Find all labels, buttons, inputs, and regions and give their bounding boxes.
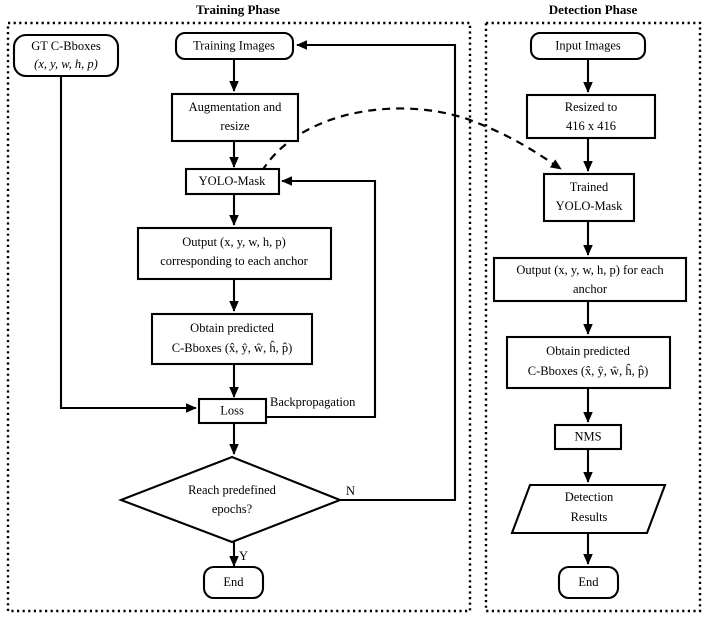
node-yolo-mask-label: YOLO-Mask [199,174,266,188]
node-training-end-label: End [223,575,244,589]
node-input-images-shape [529,31,647,61]
node-decision-epochs-label-line2: epochs? [212,502,253,516]
training-phase-group-border [6,21,472,613]
node-training-obtain-predicted-label-line1: Obtain predicted [190,321,274,335]
detection-phase-title: Detection Phase [549,2,638,17]
node-detection-results-shape [510,483,667,535]
node-detection-output-shape [492,256,688,303]
node-training-end: End [202,565,265,600]
node-loss: Loss [197,397,268,425]
node-augmentation-resize-label-line1: Augmentation and [189,100,282,114]
node-decision-epochs-shape [118,455,343,544]
node-training-images: Training Images [174,31,295,61]
node-trained-yolo-mask-label-line1: Trained [570,180,609,194]
node-input-images: Input Images [529,31,647,61]
edge-backpropagation-loop [266,176,377,419]
node-gt-cbboxes-shape [12,33,120,78]
node-decision-epochs-label-line1: Reach predefined [188,483,277,497]
node-detection-results: Detection Results [510,483,667,535]
node-training-images-label: Training Images [193,38,275,52]
edge-trained-model-transfer-dashed [261,107,562,172]
node-training-images-shape [174,31,295,61]
node-detection-obtain-predicted: Obtain predicted C-Bboxes (x̂, ŷ, ŵ, h… [505,335,672,390]
node-input-images-label: Input Images [555,38,621,52]
node-detection-obtain-predicted-label-line2: C-Bboxes (x̂, ŷ, ŵ, ĥ, p̂) [528,364,648,378]
node-training-output-shape [136,226,333,281]
node-augmentation-resize: Augmentation and resize [170,92,300,143]
node-detection-end: End [557,565,620,600]
node-augmentation-resize-shape [170,92,300,143]
node-nms: NMS [553,423,623,451]
node-yolo-mask-shape [184,167,281,196]
node-trained-yolo-mask: Trained YOLO-Mask [542,172,636,223]
node-detection-obtain-predicted-label-line1: Obtain predicted [546,344,630,358]
node-trained-yolo-mask-shape [542,172,636,223]
node-training-end-shape [202,565,265,600]
node-resized-label-line1: Resized to [565,100,617,114]
edge-label-no: N [346,484,355,498]
node-detection-output-label-line1: Output (x, y, w, h, p) for each [516,263,664,277]
node-training-obtain-predicted-label-line2: C-Bboxes (x̂, ŷ, ŵ, ĥ, p̂) [172,341,292,355]
edge-gt-to-loss [59,76,197,413]
node-detection-end-shape [557,565,620,600]
node-training-output-label-line1: Output (x, y, w, h, p) [182,235,286,249]
node-detection-results-label-line1: Detection [565,490,614,504]
node-augmentation-resize-label-line2: resize [220,119,250,133]
node-nms-label: NMS [574,429,601,443]
node-loss-shape [197,397,268,425]
training-phase-title: Training Phase [196,2,280,17]
edge-label-backpropagation: Backpropagation [270,395,356,409]
node-gt-cbboxes-label-line2: (x, y, w, h, p) [34,57,98,71]
node-gt-cbboxes: GT C-Bboxes (x, y, w, h, p) [12,33,120,78]
node-trained-yolo-mask-label-line2: YOLO-Mask [556,199,623,213]
node-nms-shape [553,423,623,451]
node-training-output: Output (x, y, w, h, p) corresponding to … [136,226,333,281]
node-detection-end-label: End [578,575,599,589]
node-resized-label-line2: 416 x 416 [566,119,616,133]
edge-label-yes: Y [239,549,248,563]
node-resized: Resized to 416 x 416 [525,93,657,140]
node-loss-label: Loss [220,403,244,417]
node-resized-shape [525,93,657,140]
node-detection-obtain-predicted-shape [505,335,672,390]
node-decision-epochs: Reach predefined epochs? [118,455,343,544]
edge-no-loop-to-training-images [296,40,457,502]
node-training-obtain-predicted-shape [150,312,314,366]
node-training-output-label-line2: corresponding to each anchor [160,254,308,268]
node-gt-cbboxes-label-line1: GT C-Bboxes [31,39,101,53]
node-training-obtain-predicted: Obtain predicted C-Bboxes (x̂, ŷ, ŵ, h… [150,312,314,366]
node-detection-results-label-line2: Results [571,510,608,524]
node-detection-output: Output (x, y, w, h, p) for each anchor [492,256,688,303]
node-detection-output-label-line2: anchor [573,282,608,296]
node-yolo-mask: YOLO-Mask [184,167,281,196]
detection-phase-group-border [484,21,702,613]
